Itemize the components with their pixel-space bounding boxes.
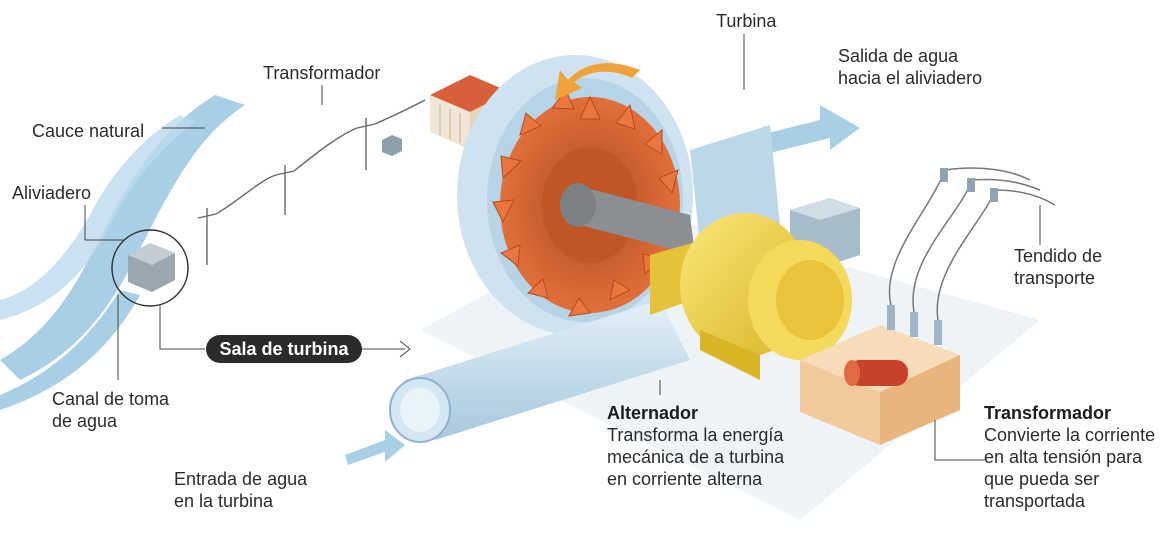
turbine-room-circle [111,229,189,307]
leader-lines [84,34,1041,461]
label-cauce: Cauce natural [32,121,145,141]
alternador-text: Transforma la energía mecánica de a turb… [607,425,785,489]
label-entrada: Entrada de agua en la turbina [174,469,308,511]
river-stream [0,95,245,380]
alternator [650,213,852,380]
intake-channel [0,290,140,410]
turbine-shaft [575,185,695,255]
intake-pipe [389,300,690,443]
label-canal: Canal de toma de agua [52,389,170,431]
transmission-cables [888,167,1056,321]
rotation-arrow [555,63,640,100]
alternador-title: Alternador [607,403,699,423]
label-aliviadero: Aliviadero [12,183,92,203]
transformador-text: Convierte la corriente en alta tensión p… [984,425,1156,511]
insulators [940,168,998,202]
label-tendido: Tendido de transporte [1014,246,1103,288]
small-pylons [197,99,426,265]
label-transformador-top: Transformador [263,63,381,83]
small-transformer [382,135,402,156]
transformador-title: Transformador [984,403,1112,423]
label-sala-turbina: Sala de turbina [206,335,362,363]
label-salida: Salida de agua hacia el aliviadero [838,46,983,88]
label-turbina: Turbina [716,11,777,31]
river-stream-lower [0,115,195,320]
inlet-arrow [345,430,405,465]
transformer-box [800,305,960,445]
